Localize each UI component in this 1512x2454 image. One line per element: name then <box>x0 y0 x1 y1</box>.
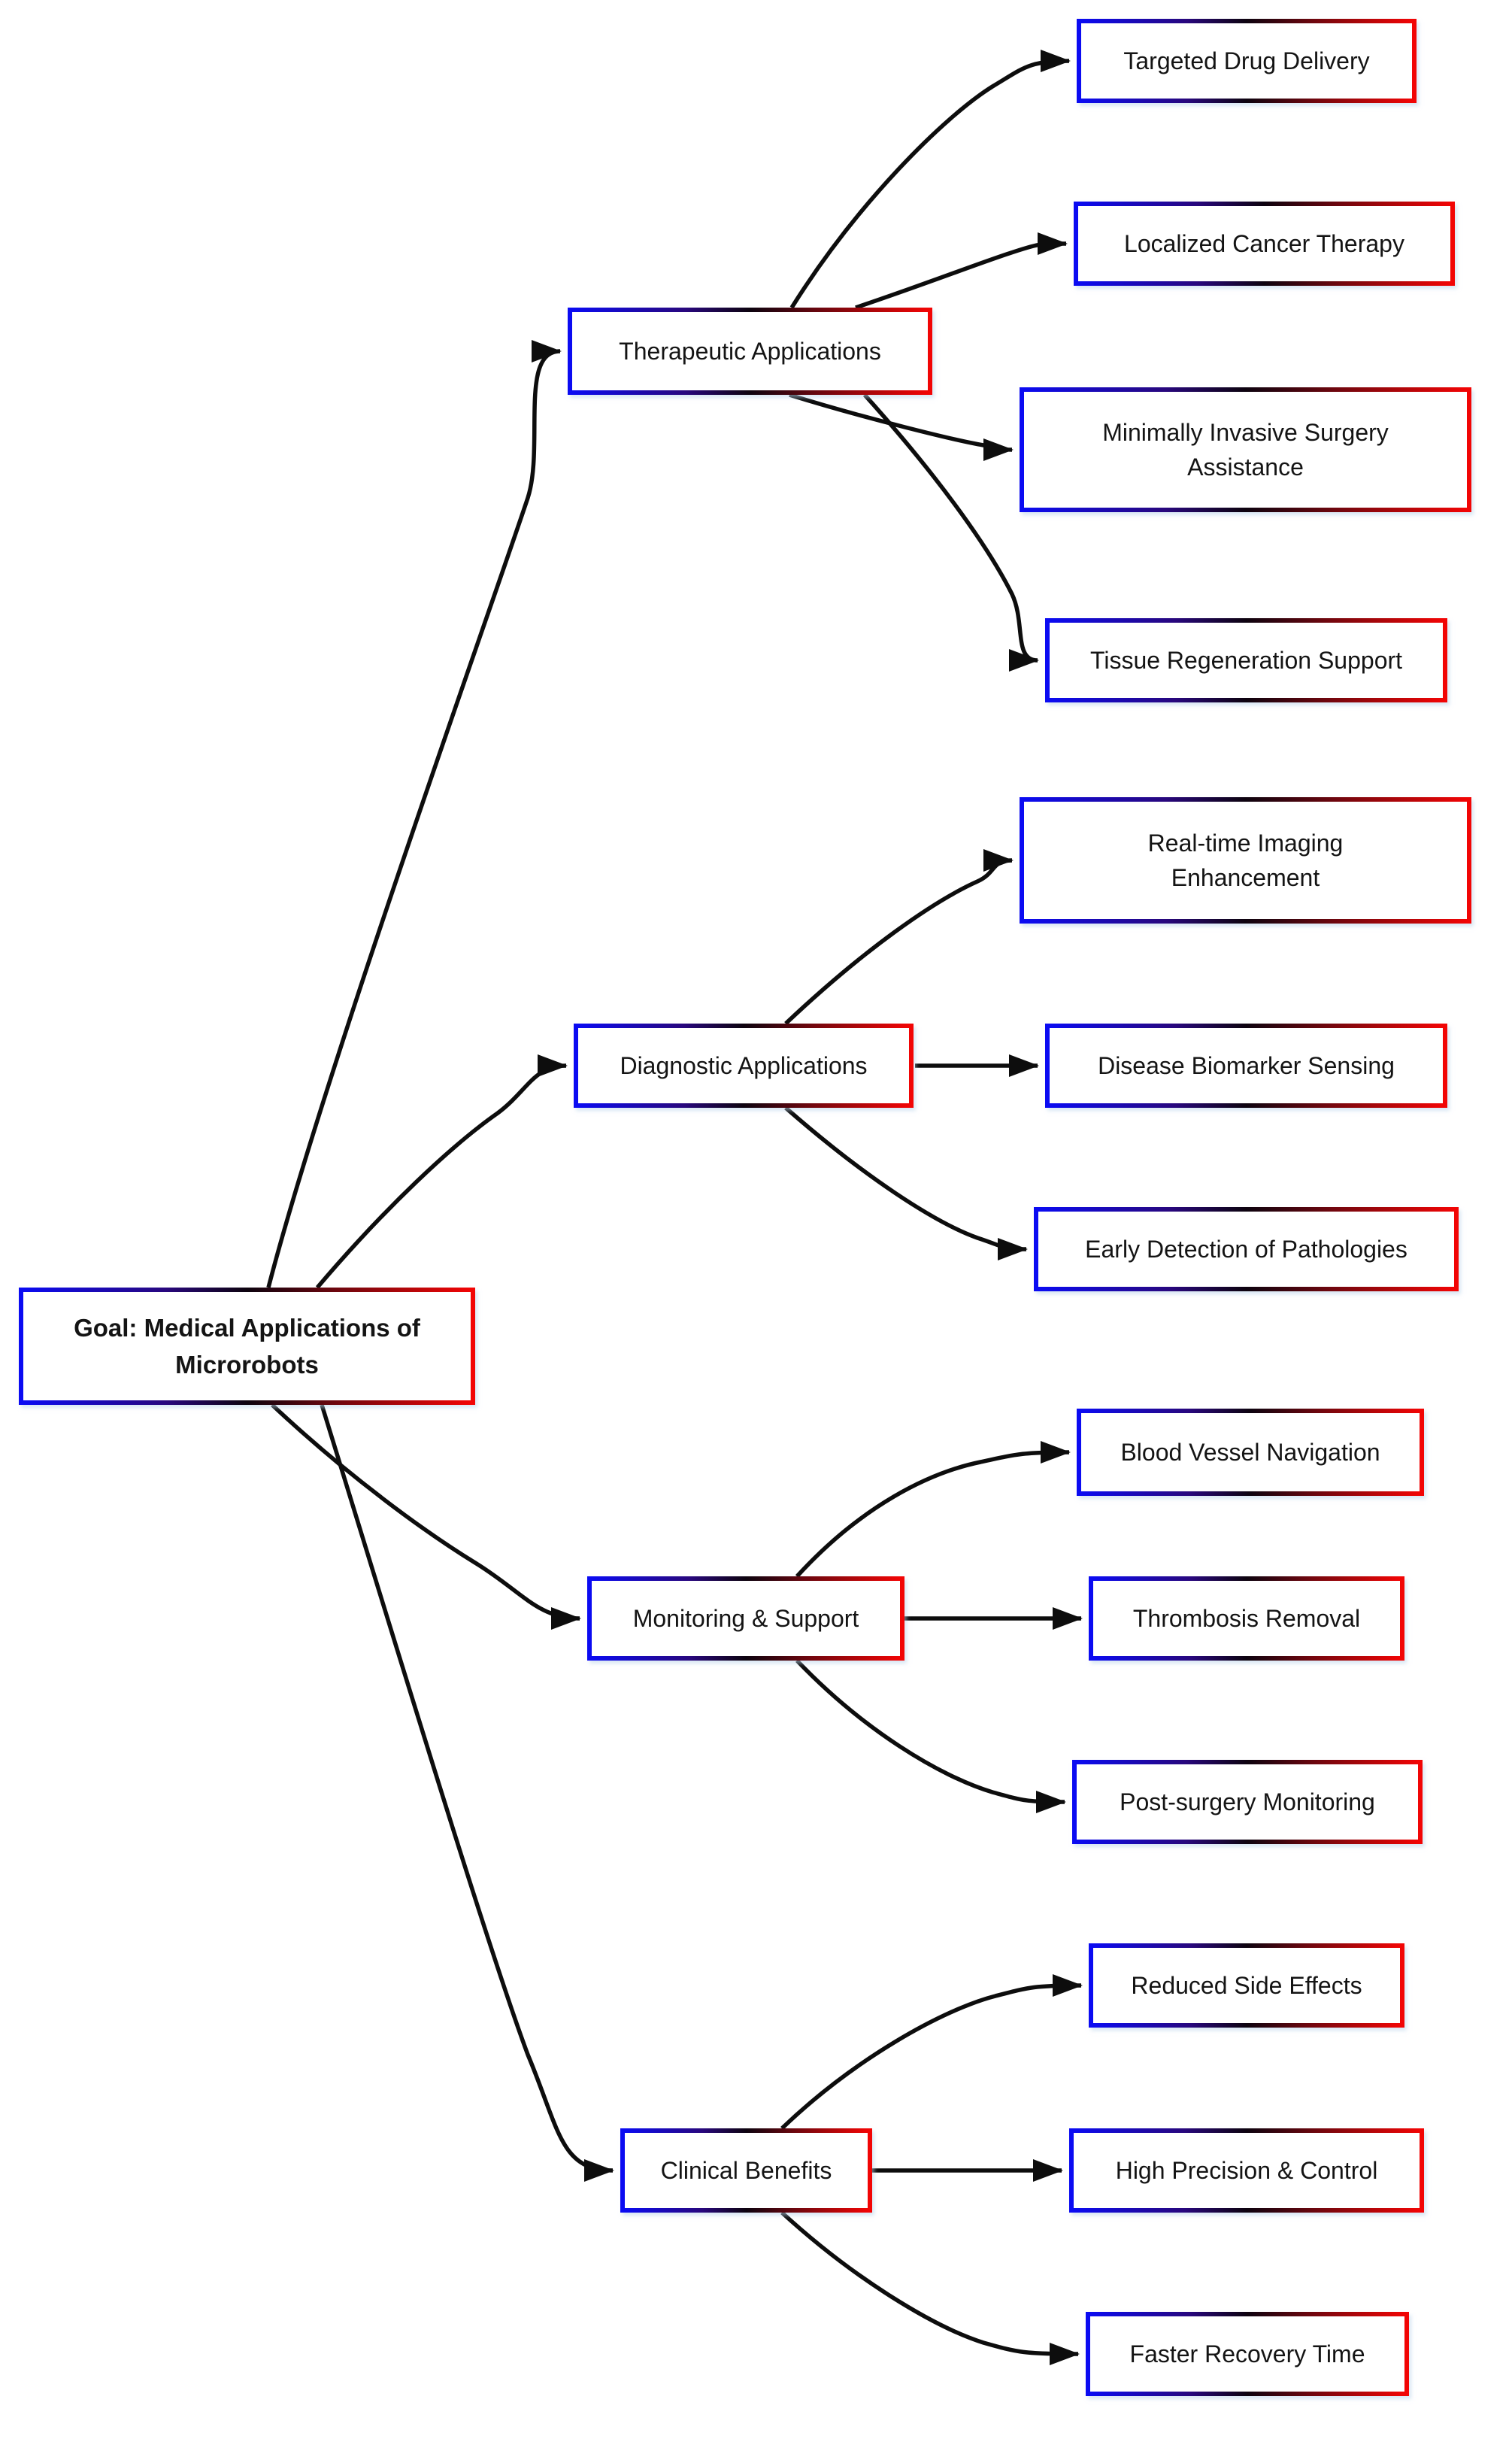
node-tissue: Tissue Regeneration Support <box>1045 618 1447 702</box>
edge-clinical-reduced <box>780 1974 1083 2130</box>
edge-root-therapeutic <box>266 340 562 1288</box>
node-label-realtime: Real-time Imaging Enhancement <box>1147 829 1344 891</box>
node-monitoring: Monitoring & Support <box>587 1576 904 1661</box>
node-label-tissue: Tissue Regeneration Support <box>1089 646 1403 674</box>
edge-monitoring-postsurgery <box>795 1659 1066 1813</box>
node-therapeutic: Therapeutic Applications <box>568 308 932 395</box>
node-label-highprecision: High Precision & Control <box>1115 2156 1378 2184</box>
node-label-localized: Localized Cancer Therapy <box>1124 229 1404 257</box>
node-targeted: Targeted Drug Delivery <box>1077 19 1417 103</box>
node-label-faster: Faster Recovery Time <box>1129 2340 1365 2368</box>
node-reduced: Reduced Side Effects <box>1089 1943 1404 2028</box>
node-blood: Blood Vessel Navigation <box>1077 1409 1424 1496</box>
node-label-monitoring: Monitoring & Support <box>632 1604 859 1632</box>
node-thrombosis: Thrombosis Removal <box>1089 1576 1404 1661</box>
node-realtime: Real-time Imaging Enhancement <box>1020 797 1471 924</box>
node-localized: Localized Cancer Therapy <box>1074 202 1455 286</box>
node-faster: Faster Recovery Time <box>1086 2312 1409 2396</box>
node-highprecision: High Precision & Control <box>1069 2128 1424 2213</box>
node-label-diagnostic: Diagnostic Applications <box>620 1051 868 1079</box>
node-early: Early Detection of Pathologies <box>1034 1207 1459 1291</box>
node-label-thrombosis: Thrombosis Removal <box>1132 1604 1361 1632</box>
node-label-root: Goal: Medical Applications of Microrobot… <box>74 1313 420 1379</box>
node-root: Goal: Medical Applications of Microrobot… <box>19 1288 475 1405</box>
node-label-minimally: Minimally Invasive Surgery Assistance <box>1102 418 1389 481</box>
node-label-early: Early Detection of Pathologies <box>1085 1235 1407 1263</box>
edge-therapeutic-localized <box>855 232 1068 310</box>
node-label-disease: Disease Biomarker Sensing <box>1098 1051 1395 1079</box>
node-label-blood: Blood Vessel Navigation <box>1120 1438 1380 1466</box>
edge-diagnostic-early <box>784 1106 1028 1260</box>
edge-monitoring-blood <box>795 1441 1071 1578</box>
node-label-postsurgery: Post-surgery Monitoring <box>1120 1788 1375 1815</box>
edge-clinical-faster <box>780 2210 1080 2365</box>
edge-diagnostic-realtime <box>784 849 1014 1026</box>
node-label-therapeutic: Therapeutic Applications <box>619 337 881 365</box>
edge-root-diagnostic <box>315 1054 568 1289</box>
node-postsurgery: Post-surgery Monitoring <box>1072 1760 1423 1844</box>
edge-therapeutic-tissue <box>862 393 1039 672</box>
node-label-targeted: Targeted Drug Delivery <box>1123 47 1370 74</box>
edge-root-clinical <box>320 1404 614 2182</box>
node-disease: Disease Biomarker Sensing <box>1045 1024 1447 1108</box>
edge-therapeutic-minimally <box>789 393 1014 461</box>
node-clinical: Clinical Benefits <box>620 2128 872 2213</box>
node-diagnostic: Diagnostic Applications <box>574 1024 914 1108</box>
node-label-clinical: Clinical Benefits <box>660 2156 832 2184</box>
edge-therapeutic-targeted <box>789 50 1071 309</box>
node-label-reduced: Reduced Side Effects <box>1131 1971 1362 1999</box>
node-minimally: Minimally Invasive Surgery Assistance <box>1020 387 1471 512</box>
edge-root-monitoring <box>271 1403 581 1630</box>
